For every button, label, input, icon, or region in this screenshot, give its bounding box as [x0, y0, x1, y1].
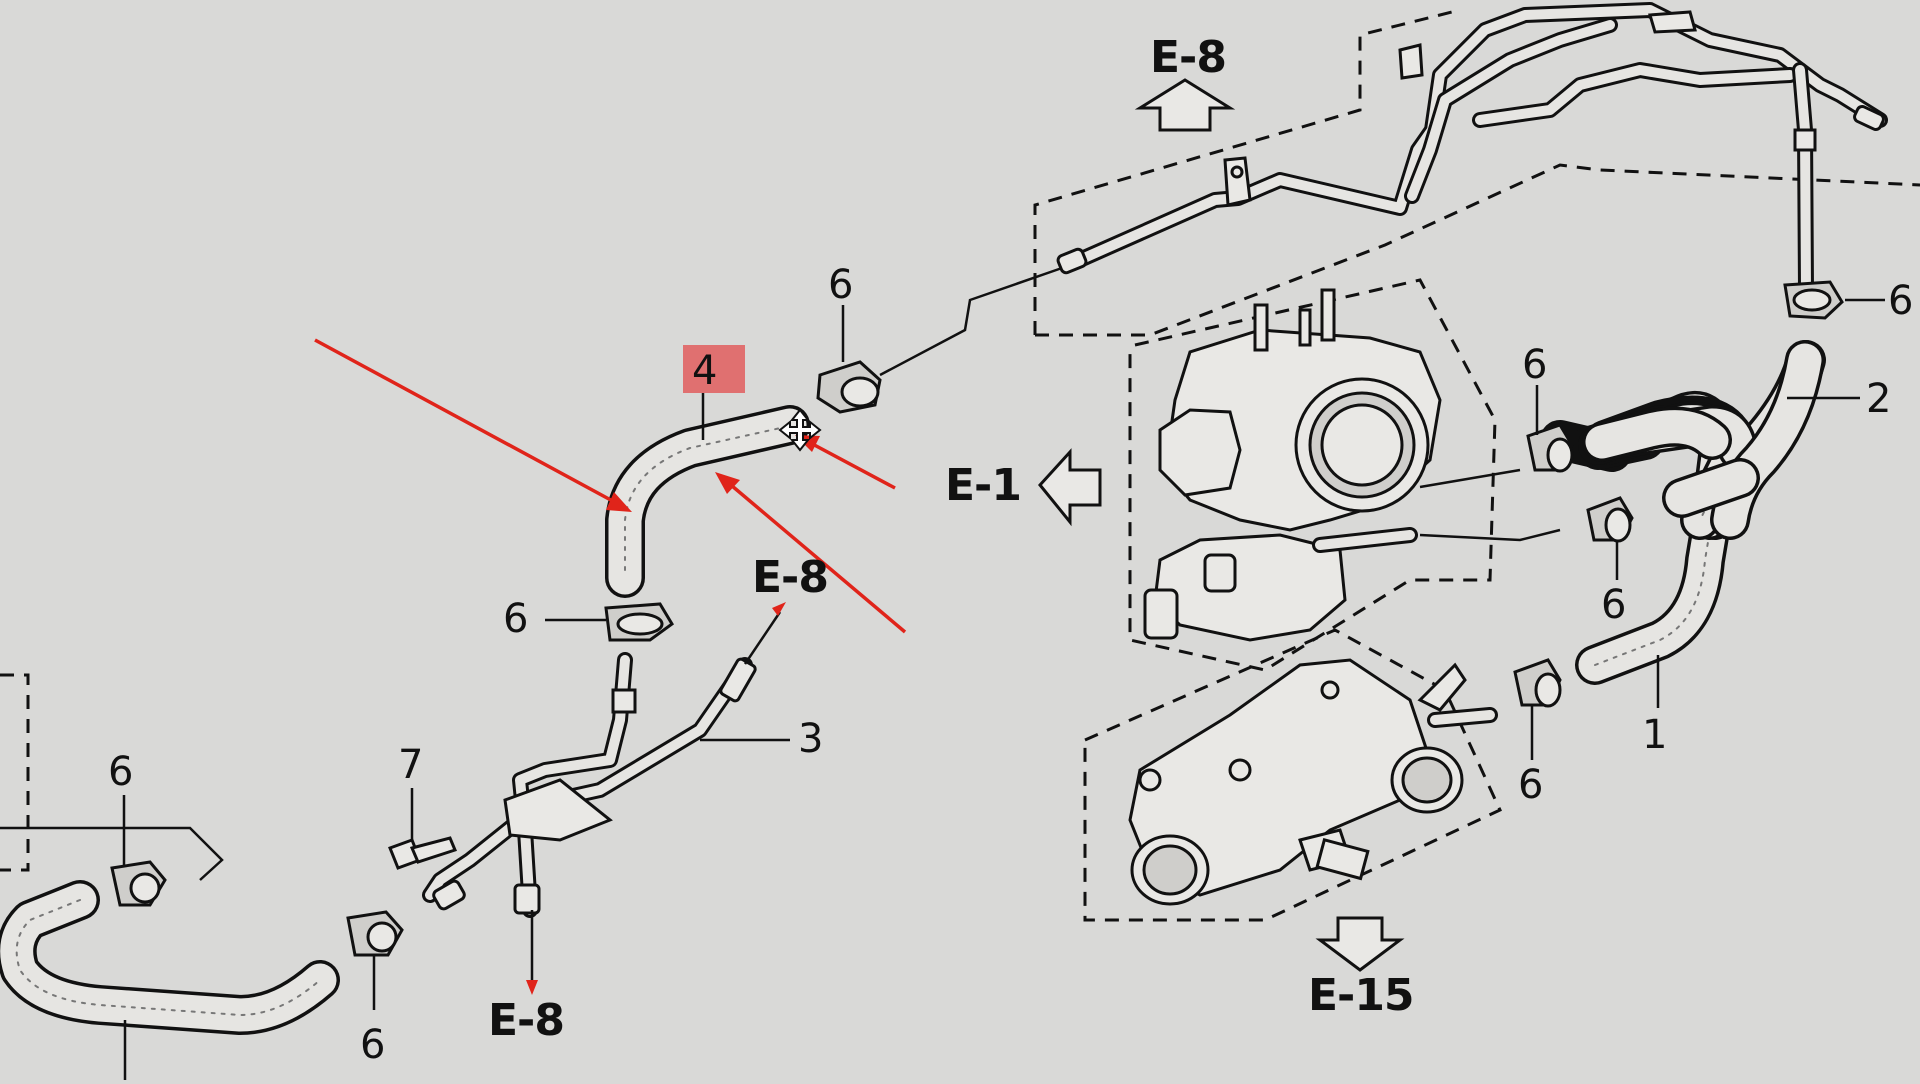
ref-arrow-left	[1038, 448, 1102, 527]
ref-arrow-down	[1315, 916, 1405, 972]
callout-highlight	[683, 345, 745, 393]
boundary-top-pipes	[1033, 8, 1920, 337]
callout-1: 1	[1642, 712, 1667, 758]
callout-2: 2	[1866, 376, 1891, 422]
hose-4	[605, 405, 810, 598]
callout-7: 7	[398, 742, 423, 788]
clamp-icon	[1526, 423, 1574, 473]
hose-lower-left	[0, 880, 340, 1080]
callout-6-left: 6	[108, 749, 133, 795]
callout-4: 4	[692, 348, 717, 394]
pipe-leader	[879, 266, 1063, 377]
boundary-thermostat-housing	[1083, 628, 1502, 922]
boundary-throttle-body	[1128, 278, 1497, 672]
boundary-left-bracket	[0, 826, 224, 881]
callout-6-right-edge: 6	[1888, 278, 1913, 324]
callout-3: 3	[798, 716, 823, 762]
ref-e1: E-1	[945, 460, 1021, 511]
callout-6-mid: 6	[503, 596, 528, 642]
ref-e15: E-15	[1308, 970, 1414, 1021]
pipe-bracket-lower	[503, 778, 613, 842]
boundary-left	[0, 673, 30, 872]
callout-6-thermostat: 6	[1518, 762, 1543, 808]
ref-e8-mid: E-8	[752, 552, 828, 603]
clamp-icon	[1513, 658, 1562, 708]
pipe-bracket	[1223, 156, 1252, 207]
red-annotation-arrows	[314, 338, 907, 634]
move-cursor-icon	[778, 408, 822, 452]
ref-e8-top: E-8	[1150, 32, 1226, 83]
clamp-icon	[604, 602, 674, 642]
clamp-icon	[110, 860, 167, 907]
clamp-icon	[816, 360, 882, 414]
leader-lines	[122, 298, 1885, 1010]
callout-6-upper: 6	[828, 262, 853, 308]
pipe-3	[422, 652, 757, 918]
clamp-icon	[1586, 496, 1634, 543]
ref-e8-bottom: E-8	[488, 995, 564, 1046]
callout-6-throttle-top: 6	[1522, 342, 1547, 388]
throttle-body	[1143, 288, 1561, 642]
hose-right-third	[1582, 406, 1760, 518]
thermostat-housing	[1128, 658, 1498, 906]
clamp-icon	[346, 910, 404, 957]
callout-6-bottom: 6	[360, 1022, 385, 1068]
callout-6-throttle-right: 6	[1601, 582, 1626, 628]
clamp-icon	[1783, 280, 1844, 320]
ref-arrow-up	[1134, 78, 1236, 132]
upper-pipe-assembly	[1056, 2, 1888, 298]
bolt-icon	[388, 836, 458, 870]
